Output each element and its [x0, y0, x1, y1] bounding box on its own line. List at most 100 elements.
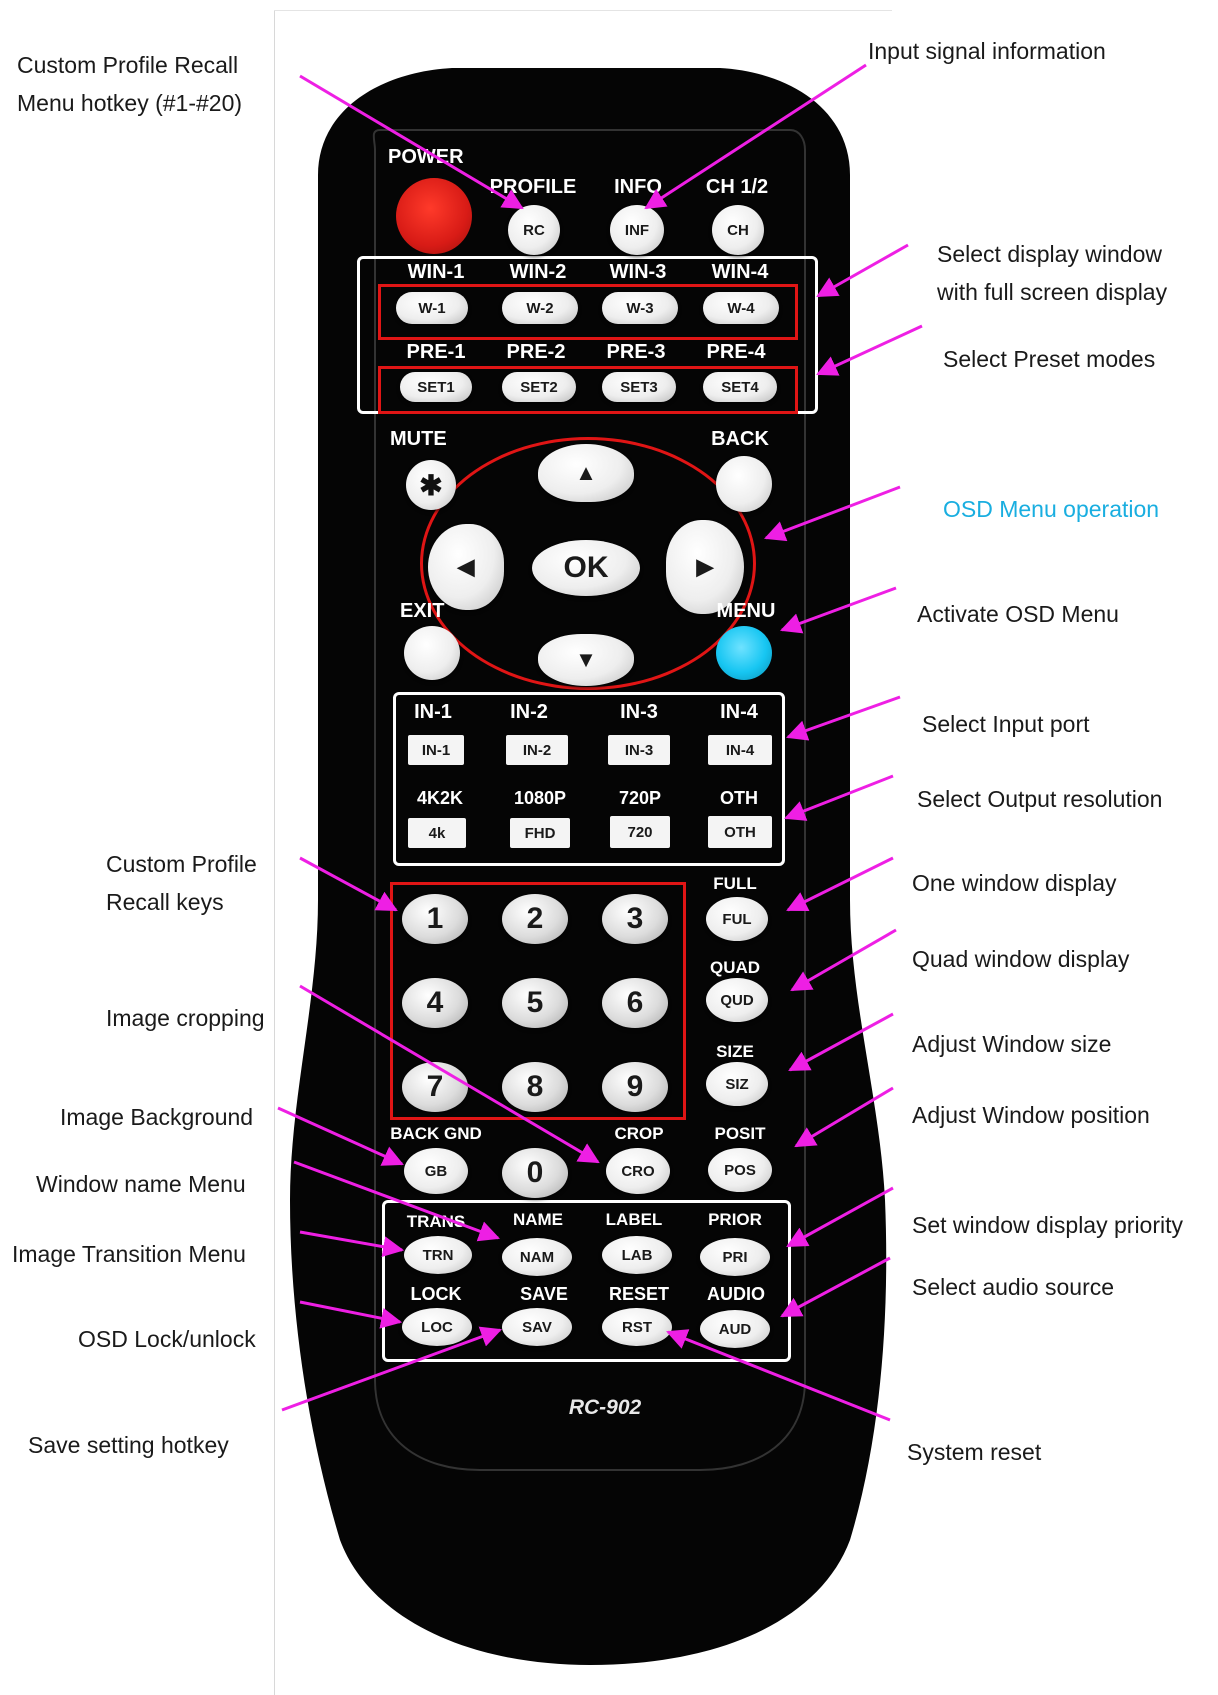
annotation-select-input: Select Input port [922, 711, 1090, 737]
crop-button[interactable]: CRO [606, 1148, 670, 1194]
exit-label: EXIT [400, 600, 445, 622]
back-label: BACK [711, 428, 769, 450]
in-2-button[interactable]: IN-2 [506, 735, 568, 765]
in-4-label: IN-4 [720, 701, 758, 723]
info-inf-button[interactable]: INF [610, 205, 664, 255]
quad-button[interactable]: QUD [706, 978, 768, 1022]
reset-label: RESET [608, 1284, 669, 1304]
set1-button[interactable]: SET1 [400, 372, 472, 402]
number-key-1[interactable]: 1 [402, 894, 468, 944]
w-3-button[interactable]: W-3 [602, 292, 678, 324]
w-2-button[interactable]: W-2 [502, 292, 578, 324]
nam-button[interactable]: NAM [502, 1238, 572, 1276]
lock-label: LOCK [410, 1284, 462, 1304]
loc-button[interactable]: LOC [402, 1308, 472, 1346]
model-name: RC-902 [568, 1396, 642, 1419]
left-arrow-icon: ◀ [457, 554, 475, 579]
osd-redcircle [420, 437, 756, 690]
in-4-button[interactable]: IN-4 [708, 735, 772, 765]
back-button[interactable] [716, 456, 772, 512]
annotation-line: Custom Profile [106, 851, 257, 877]
pri-button[interactable]: PRI [700, 1238, 770, 1276]
number-key-6[interactable]: 6 [602, 978, 668, 1028]
number-key-3[interactable]: 3 [602, 894, 668, 944]
in-1-button[interactable]: IN-1 [408, 735, 464, 765]
down-button[interactable]: ▼ [538, 634, 634, 686]
win-1-label: WIN-1 [407, 261, 465, 283]
info-label: INFO [614, 176, 662, 198]
number-key-2[interactable]: 2 [502, 894, 568, 944]
prior-label: PRIOR [708, 1210, 762, 1229]
page-edge-left [274, 10, 275, 1695]
rst-button[interactable]: RST [602, 1308, 672, 1346]
annotation-system-reset: System reset [907, 1439, 1042, 1465]
annotation-one-window: One window display [912, 870, 1117, 896]
trn-button[interactable]: TRN [404, 1236, 472, 1274]
size-button[interactable]: SIZ [706, 1062, 768, 1106]
up-button[interactable]: ▲ [538, 444, 634, 502]
annotation-quad-window: Quad window display [912, 946, 1130, 972]
annotation-line: Select display window [937, 241, 1163, 267]
number-key-7[interactable]: 7 [402, 1062, 468, 1112]
input-output-frame [393, 692, 785, 866]
right-button[interactable]: ▶ [666, 520, 744, 614]
name-label: NAME [512, 1210, 564, 1229]
annotation-adjust-position: Adjust Window position [912, 1102, 1150, 1128]
number-key-0[interactable]: 0 [502, 1148, 568, 1198]
number-key-4[interactable]: 4 [402, 978, 468, 1028]
res-720-button[interactable]: 720 [610, 816, 670, 848]
crop-label: CROP [614, 1124, 664, 1143]
annotation-input-signal: Input signal information [868, 38, 1106, 64]
annotation-line: with full screen display [937, 279, 1168, 305]
power-button[interactable] [396, 178, 472, 254]
lab-button[interactable]: LAB [602, 1236, 672, 1274]
up-arrow-icon: ▲ [575, 460, 597, 485]
mute-button[interactable]: ✱ [406, 460, 456, 510]
res-fhd-button[interactable]: FHD [510, 818, 570, 848]
exit-button[interactable] [404, 626, 460, 680]
size-label: SIZE [716, 1042, 754, 1061]
res-720p-label: 720P [618, 788, 662, 808]
res-oth-button[interactable]: OTH [708, 816, 772, 848]
in-3-button[interactable]: IN-3 [608, 735, 670, 765]
annotation-custom-profile-keys: Custom Profile Recall keys [106, 845, 257, 921]
menu-button[interactable] [716, 626, 772, 680]
posit-button[interactable]: POS [708, 1148, 772, 1192]
set2-button[interactable]: SET2 [502, 372, 576, 402]
set3-button[interactable]: SET3 [602, 372, 676, 402]
save-label: SAVE [520, 1284, 568, 1304]
set4-button[interactable]: SET4 [703, 372, 777, 402]
res-4k2k-label: 4K2K [416, 788, 464, 808]
res-4k-button[interactable]: 4k [408, 818, 466, 848]
res-oth-label: OTH [720, 788, 758, 808]
w-1-button[interactable]: W-1 [396, 292, 468, 324]
trans-label: TRANS [406, 1212, 466, 1231]
w-4-button[interactable]: W-4 [703, 292, 779, 324]
aud-button[interactable]: AUD [700, 1310, 770, 1348]
res-1080p-label: 1080P [513, 788, 567, 808]
label-label: LABEL [605, 1210, 663, 1229]
pre-2-label: PRE-2 [506, 341, 566, 363]
sav-button[interactable]: SAV [502, 1308, 572, 1346]
number-key-9[interactable]: 9 [602, 1062, 668, 1112]
number-key-5[interactable]: 5 [502, 978, 568, 1028]
gb-button[interactable]: GB [404, 1148, 468, 1194]
annotation-image-transition: Image Transition Menu [12, 1241, 246, 1267]
annotation-osd-operation: OSD Menu operation [943, 496, 1160, 522]
ch-button[interactable]: CH [712, 205, 764, 255]
ok-button[interactable]: OK [532, 540, 640, 596]
full-label: FULL [713, 874, 757, 893]
menu-label: MENU [716, 600, 776, 622]
in-2-label: IN-2 [510, 701, 548, 723]
annotation-select-output: Select Output resolution [917, 786, 1163, 812]
full-button[interactable]: FUL [706, 897, 768, 941]
left-button[interactable]: ◀ [428, 524, 504, 610]
annotation-activate-osd: Activate OSD Menu [917, 601, 1119, 627]
down-arrow-icon: ▼ [575, 647, 597, 672]
number-key-8[interactable]: 8 [502, 1062, 568, 1112]
profile-rc-button[interactable]: RC [508, 205, 560, 255]
annotation-image-cropping: Image cropping [106, 1005, 265, 1031]
pre-4-label: PRE-4 [706, 341, 766, 363]
annotation-osd-lock: OSD Lock/unlock [78, 1326, 256, 1352]
